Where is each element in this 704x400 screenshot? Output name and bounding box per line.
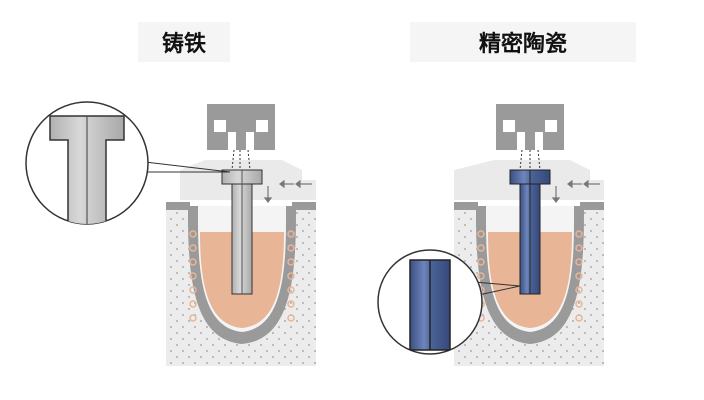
induction-coil	[477, 230, 583, 322]
furnace-fine-ceramics	[377, 104, 604, 366]
top-plate-left	[166, 202, 190, 210]
top-plate-right	[580, 202, 604, 210]
protection-tube-cast-iron	[221, 169, 263, 295]
induction-coil	[189, 230, 295, 322]
magnifier-callout-icon	[377, 249, 483, 355]
protection-tube-fine-ceramics	[509, 169, 551, 295]
title-cast-iron: 铸铁	[138, 22, 230, 62]
top-mount	[496, 104, 564, 150]
top-mount	[207, 104, 275, 150]
flow-arrows	[551, 179, 600, 203]
top-plate-right	[292, 202, 316, 210]
furnace-cast-iron	[25, 101, 316, 366]
top-plate-left	[454, 202, 478, 210]
callout-pointer	[144, 161, 231, 173]
title-fine-ceramics: 精密陶瓷	[410, 22, 636, 62]
flow-arrows	[263, 179, 312, 203]
magnifier-callout-icon	[25, 101, 149, 225]
